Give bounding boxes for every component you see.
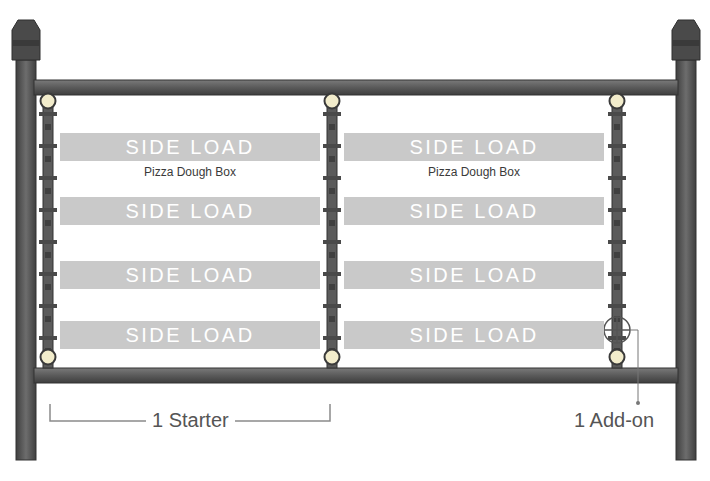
band-label: SIDE LOAD bbox=[409, 265, 538, 285]
band-label: SIDE LOAD bbox=[409, 137, 538, 157]
side-load-band: SIDE LOAD bbox=[60, 197, 320, 225]
band-label: SIDE LOAD bbox=[409, 325, 538, 345]
band-label: SIDE LOAD bbox=[125, 325, 254, 345]
bottom-rail bbox=[34, 368, 678, 383]
side-load-band: SIDE LOAD bbox=[344, 321, 604, 349]
slide bbox=[608, 94, 626, 369]
starter-label: 1 Starter bbox=[146, 409, 235, 431]
side-load-band: SIDE LOADPizza Dough Box bbox=[60, 133, 320, 161]
side-load-band: SIDE LOAD bbox=[344, 197, 604, 225]
side-load-band: SIDE LOAD bbox=[60, 321, 320, 349]
band-label: SIDE LOAD bbox=[125, 201, 254, 221]
add-on-label: 1 Add-on bbox=[568, 409, 660, 431]
add-on-marker bbox=[604, 317, 640, 405]
slide bbox=[323, 94, 341, 369]
side-load-band: SIDE LOAD bbox=[60, 261, 320, 289]
box-name: Pizza Dough Box bbox=[60, 166, 320, 179]
box-name: Pizza Dough Box bbox=[344, 166, 604, 179]
side-load-band: SIDE LOADPizza Dough Box bbox=[344, 133, 604, 161]
top-rail bbox=[34, 80, 678, 95]
band-label: SIDE LOAD bbox=[125, 137, 254, 157]
band-label: SIDE LOAD bbox=[125, 265, 254, 285]
side-load-band: SIDE LOAD bbox=[344, 261, 604, 289]
band-label: SIDE LOAD bbox=[409, 201, 538, 221]
slide bbox=[39, 94, 57, 369]
